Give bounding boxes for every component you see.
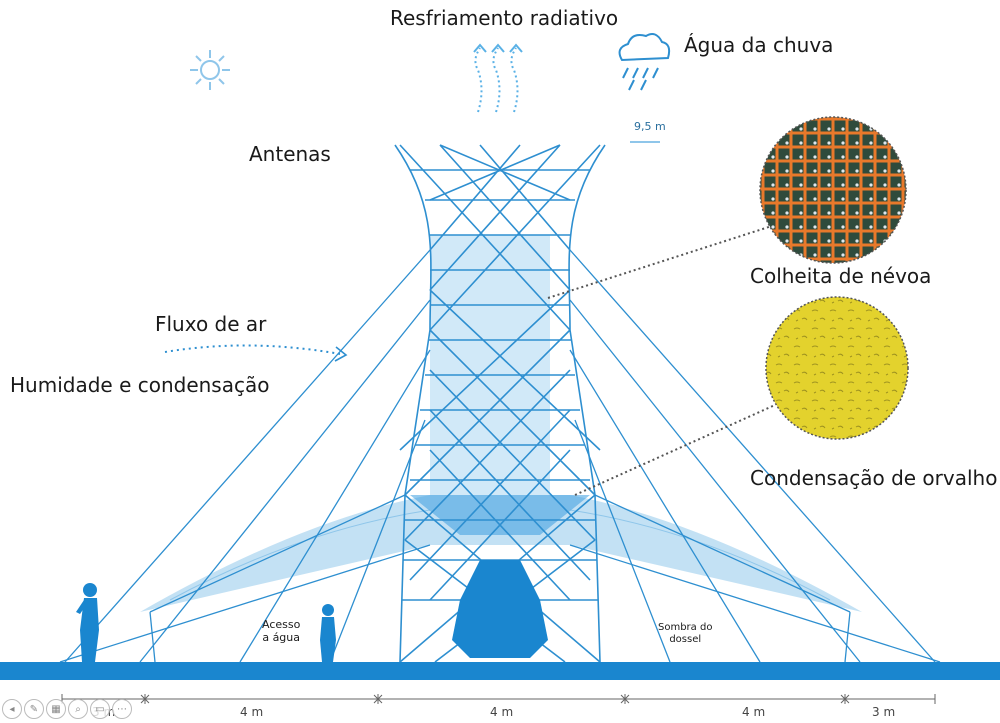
- air-flow-label: Fluxo de ar: [155, 312, 267, 336]
- person-icon: [320, 604, 336, 662]
- fog-net-photo: [760, 117, 906, 263]
- dimension-label: 3 m: [872, 705, 896, 719]
- base-vessel: [452, 560, 548, 658]
- person-icon: [76, 583, 99, 662]
- dew-funnel: [410, 495, 590, 535]
- height-measure-label: 9,5 m: [634, 120, 666, 133]
- sun-icon: [190, 50, 230, 90]
- radiative-cooling-label: Resfriamento radiativo: [390, 6, 619, 30]
- dew-callout-line: [574, 404, 776, 496]
- rain-water-label: Água da chuva: [684, 33, 834, 57]
- canopy-shade-label: Sombra do dossel: [658, 622, 713, 645]
- subtitles-icon[interactable]: ▭: [90, 699, 110, 719]
- ground: [0, 662, 1000, 680]
- slides-icon[interactable]: ▦: [46, 699, 66, 719]
- dimension-label: 4 m: [490, 705, 514, 719]
- more-options-icon[interactable]: ⋯: [112, 699, 132, 719]
- dimension-line: [61, 694, 936, 704]
- heat-rising-icon: [474, 47, 519, 113]
- dimension-label: 4 m: [240, 705, 264, 719]
- rain-cloud-icon: [618, 33, 671, 91]
- humidity-label: Humidade e condensação: [10, 373, 270, 397]
- antennas-label: Antenas: [249, 142, 331, 166]
- guy-lines: [59, 249, 941, 663]
- fog-harvest-label: Colheita de névoa: [750, 264, 932, 288]
- pen-icon[interactable]: ✎: [24, 699, 44, 719]
- dimension-label: 4 m: [742, 705, 766, 719]
- dew-surface-photo: [766, 297, 908, 439]
- air-flow-arrow: [164, 344, 341, 355]
- previous-slide-icon[interactable]: ◂: [2, 699, 22, 719]
- water-access-label: Acesso a água: [262, 618, 301, 645]
- fog-callout-line: [547, 224, 776, 299]
- zoom-icon[interactable]: ⌕: [68, 699, 88, 719]
- dew-condensation-label: Condensação de orvalho: [750, 466, 998, 490]
